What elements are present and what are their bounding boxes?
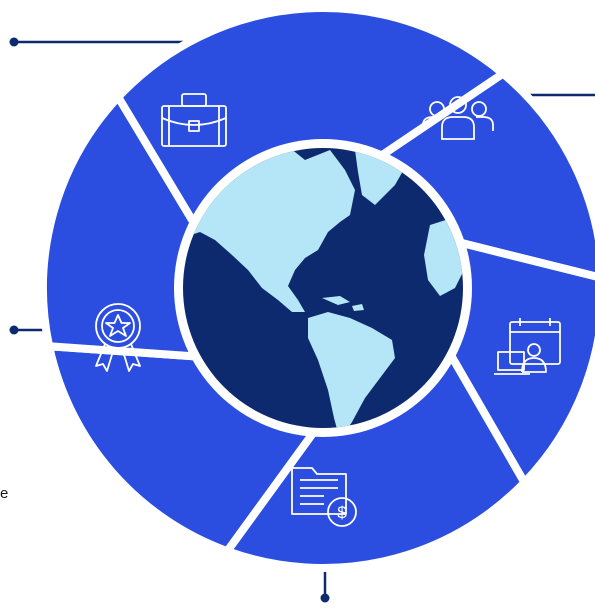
connector-dot-top-left bbox=[10, 38, 19, 47]
edge-text-fragment: e bbox=[0, 486, 8, 501]
dollar-glyph: $ bbox=[337, 503, 347, 522]
connector-dot-left-mid bbox=[10, 326, 19, 335]
connector-dot-bottom bbox=[321, 594, 330, 603]
